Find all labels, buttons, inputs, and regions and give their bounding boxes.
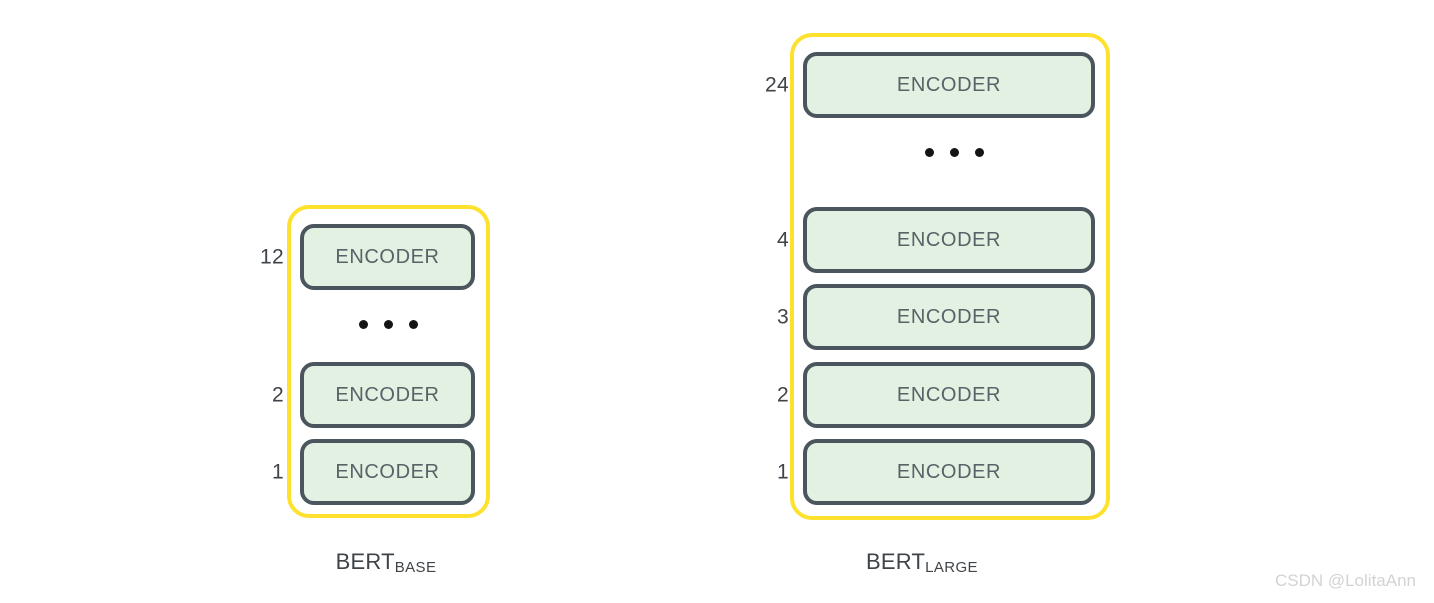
bert-base-caption: BERTBASE xyxy=(335,549,437,576)
layer-number-24: 24 xyxy=(765,73,789,97)
bert-base-outline xyxy=(287,205,490,518)
encoder-block-4[interactable]: ENCODER xyxy=(803,207,1095,273)
bert-large-caption-main: BERT xyxy=(866,549,926,574)
encoder-label: ENCODER xyxy=(335,383,440,406)
bert-large-layer-numbers: 24 4 3 2 1 xyxy=(745,23,789,523)
encoder-label: ENCODER xyxy=(335,245,440,268)
encoder-block-24[interactable]: ENCODER xyxy=(803,52,1095,118)
bert-base-caption-sub: BASE xyxy=(394,559,437,576)
bert-large-outline xyxy=(790,33,1110,520)
encoder-label: ENCODER xyxy=(896,460,1002,483)
bert-base-layer-numbers: 12 2 1 xyxy=(240,195,284,535)
encoder-block-1[interactable]: ENCODER xyxy=(803,439,1095,505)
layer-number-12: 12 xyxy=(260,245,284,269)
encoder-block-12[interactable]: ENCODER xyxy=(300,224,475,290)
encoder-block-1[interactable]: ENCODER xyxy=(300,439,475,505)
bert-large-stack: 24 4 3 2 1 ENCODER ENCODER ENCODER ENCOD… xyxy=(745,23,1125,523)
layer-number-1: 1 xyxy=(272,460,284,484)
layer-number-4: 4 xyxy=(777,228,789,252)
ellipsis-dot xyxy=(950,148,959,157)
ellipsis-dot xyxy=(975,148,984,157)
encoder-label: ENCODER xyxy=(896,383,1002,406)
encoder-label: ENCODER xyxy=(896,305,1002,328)
bert-base-caption-main: BERT xyxy=(335,549,395,574)
bert-base-ellipsis xyxy=(359,320,418,329)
encoder-block-2[interactable]: ENCODER xyxy=(803,362,1095,428)
encoder-block-3[interactable]: ENCODER xyxy=(803,284,1095,350)
layer-number-3: 3 xyxy=(777,305,789,329)
bert-large-caption: BERTLARGE xyxy=(866,549,978,576)
ellipsis-dot xyxy=(409,320,418,329)
bert-base-stack: 12 2 1 ENCODER ENCODER ENCODER xyxy=(240,195,510,535)
encoder-label: ENCODER xyxy=(896,73,1002,96)
encoder-label: ENCODER xyxy=(335,460,440,483)
layer-number-2: 2 xyxy=(272,383,284,407)
bert-large-ellipsis xyxy=(925,148,984,157)
encoder-label: ENCODER xyxy=(896,228,1002,251)
layer-number-1: 1 xyxy=(777,460,789,484)
bert-large-caption-sub: LARGE xyxy=(925,559,978,576)
csdn-watermark: CSDN @LolitaAnn xyxy=(1274,571,1416,590)
ellipsis-dot xyxy=(359,320,368,329)
encoder-block-2[interactable]: ENCODER xyxy=(300,362,475,428)
layer-number-2: 2 xyxy=(777,383,789,407)
ellipsis-dot xyxy=(384,320,393,329)
ellipsis-dot xyxy=(925,148,934,157)
